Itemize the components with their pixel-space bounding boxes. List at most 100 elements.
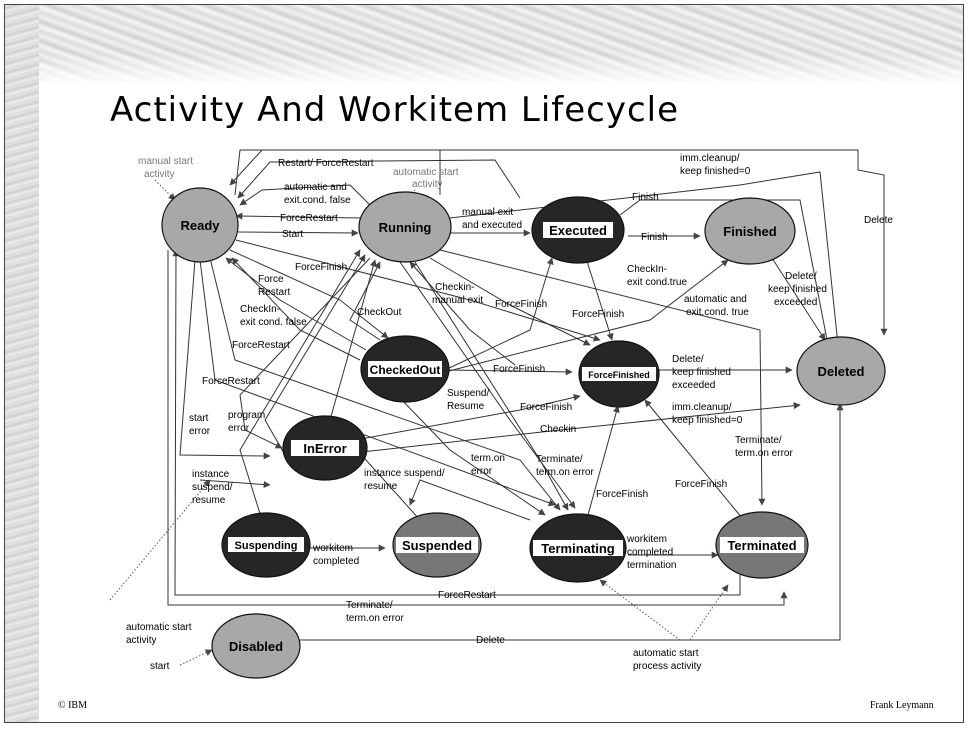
label-workitem-term-3: termination bbox=[627, 560, 676, 571]
label-finish-mid: Finish bbox=[641, 232, 668, 243]
label-program-error: program bbox=[228, 410, 265, 421]
state-disabled-label: Disabled bbox=[229, 639, 283, 654]
label-force: Force bbox=[258, 274, 284, 285]
label-finish-top: Finish bbox=[632, 192, 659, 203]
label-start-error-2: error bbox=[189, 426, 211, 437]
label-term-on-error: term.on bbox=[471, 453, 505, 464]
edge-executed-ready bbox=[237, 159, 521, 199]
label-start-disabled: start bbox=[150, 661, 170, 672]
edge-finished-deleted bbox=[769, 254, 826, 341]
state-running: Running bbox=[358, 191, 452, 263]
state-terminated: Terminated bbox=[715, 511, 809, 579]
state-suspending-label: Suspending bbox=[235, 540, 298, 552]
edge-ready-running-start bbox=[237, 229, 359, 237]
label-instance-susp-left-3: resume bbox=[192, 495, 226, 506]
state-disabled: Disabled bbox=[211, 613, 301, 679]
edge-terminated-ready bbox=[172, 249, 741, 596]
state-executed: Executed bbox=[531, 196, 625, 264]
label-checkout: CheckOut bbox=[357, 307, 402, 318]
edge-start-disabled bbox=[179, 649, 213, 666]
edge-checkedout-ready-force bbox=[225, 257, 367, 351]
label-instance-suspend-2: resume bbox=[364, 481, 398, 492]
state-terminating: Terminating bbox=[529, 513, 627, 583]
label-start: Start bbox=[282, 229, 303, 240]
edge-running-terminating-2 bbox=[414, 261, 569, 511]
label-checkin: Checkin bbox=[540, 424, 576, 435]
edge-ready-terminating-2 bbox=[209, 257, 561, 511]
edge-checkedout-executed bbox=[444, 257, 554, 371]
state-finished: Finished bbox=[704, 197, 796, 265]
edge-running-terminating bbox=[399, 261, 576, 509]
label-forcerestart-3: ForceRestart bbox=[202, 376, 260, 387]
state-suspended-label: Suspended bbox=[402, 538, 472, 553]
label-forcefinish-terminated: ForceFinish bbox=[675, 479, 727, 490]
state-finished-label: Finished bbox=[723, 224, 777, 239]
edge-inerror-running bbox=[264, 254, 366, 456]
edge-checkedout-ready-false bbox=[231, 257, 361, 361]
edge-running-ready-auto bbox=[239, 184, 371, 206]
state-terminated-label: Terminated bbox=[727, 538, 796, 553]
state-running-label: Running bbox=[379, 220, 432, 235]
label-auto-start-left-2: activity bbox=[126, 635, 157, 646]
label-delete-keep-ff-3: exceeded bbox=[672, 380, 715, 391]
edge-manual-start-ready bbox=[154, 179, 176, 201]
state-inerror-label: InError bbox=[303, 441, 346, 456]
state-checkedout: CheckedOut bbox=[360, 335, 450, 403]
edge-ready-inerror bbox=[179, 259, 271, 460]
label-suspend-resume: Suspend/ bbox=[447, 388, 489, 399]
state-ready: Ready bbox=[161, 187, 239, 263]
label-delete-keep-finished: Delete/ bbox=[785, 271, 817, 282]
label-restart: Restart bbox=[258, 287, 290, 298]
label-forcefinish-inerror: ForceFinish bbox=[520, 402, 572, 413]
label-terminate-ff: Terminate/ bbox=[735, 435, 782, 446]
edge-labels: manual start activity Restart/ ForceRest… bbox=[126, 153, 893, 672]
label-terminate-ff-2: term.on error bbox=[735, 448, 793, 459]
label-checkin-manual: Checkin- bbox=[435, 282, 474, 293]
edge-running-ready-forcerestart bbox=[235, 212, 361, 220]
label-forcefinish-ready: ForceFinish bbox=[295, 262, 347, 273]
label-delete-right: Delete bbox=[864, 215, 893, 226]
label-terminate-mid: Terminate/ bbox=[536, 454, 583, 465]
edge-ready-terminating bbox=[199, 259, 556, 507]
label-forcerestart-bottom: ForceRestart bbox=[438, 590, 496, 601]
edge-running-terminated bbox=[439, 249, 766, 506]
label-auto-exit-true-2: exit.cond. true bbox=[686, 307, 749, 318]
label-imm-cleanup-top: imm.cleanup/ bbox=[680, 153, 740, 164]
left-texture-band bbox=[5, 5, 39, 722]
label-delete-keep-ff: Delete/ bbox=[672, 354, 704, 365]
label-workitem-completed-2: completed bbox=[313, 556, 359, 567]
edge-auto-start-left bbox=[109, 479, 211, 601]
label-forcerestart-1: ForceRestart bbox=[280, 213, 338, 224]
label-imm-cleanup-top-2: keep finished=0 bbox=[680, 166, 751, 177]
label-restart-forcerestart: Restart/ ForceRestart bbox=[278, 158, 374, 169]
label-checkin-exit-false-2: exit cond. false bbox=[240, 317, 307, 328]
label-program-error-2: error bbox=[228, 423, 250, 434]
label-term-on-error-2: error bbox=[471, 466, 493, 477]
label-manual-start-2: activity bbox=[144, 169, 175, 180]
label-delete-keep-finished-2: keep finished bbox=[768, 284, 827, 295]
edge-inerror-deleted bbox=[334, 402, 801, 456]
label-forcefinish-checkedout: ForceFinish bbox=[493, 364, 545, 375]
label-forcefinish-running: ForceFinish bbox=[495, 299, 547, 310]
label-workitem-completed: workitem bbox=[312, 543, 353, 554]
label-delete-keep-ff-2: keep finished bbox=[672, 367, 731, 378]
edge-suspending-running bbox=[239, 249, 361, 521]
label-imm-cleanup-mid-2: keep finished=0 bbox=[672, 415, 743, 426]
edge-ready-checkedout bbox=[229, 249, 389, 339]
label-suspend-resume-2: Resume bbox=[447, 401, 485, 412]
edge-inerror-forcefinished bbox=[354, 394, 581, 441]
edge-running-inerror bbox=[239, 257, 371, 449]
label-workitem-term: workitem bbox=[626, 534, 667, 545]
edge-forcefinished-running bbox=[409, 261, 516, 366]
label-workitem-term-2: completed bbox=[627, 547, 673, 558]
label-auto-exit-true: automatic and bbox=[684, 294, 747, 305]
edge-disabled-deleted bbox=[300, 403, 844, 641]
label-checkin-exit-true: CheckIn- bbox=[627, 264, 667, 275]
label-manual-exit: manual exit bbox=[462, 207, 513, 218]
label-forcefinish-terminating: ForceFinish bbox=[596, 489, 648, 500]
edge-auto-process-terminated bbox=[689, 584, 729, 641]
state-deleted-label: Deleted bbox=[818, 364, 865, 379]
label-manual-exit-2: and executed bbox=[462, 220, 522, 231]
state-suspended: Suspended bbox=[392, 512, 482, 578]
